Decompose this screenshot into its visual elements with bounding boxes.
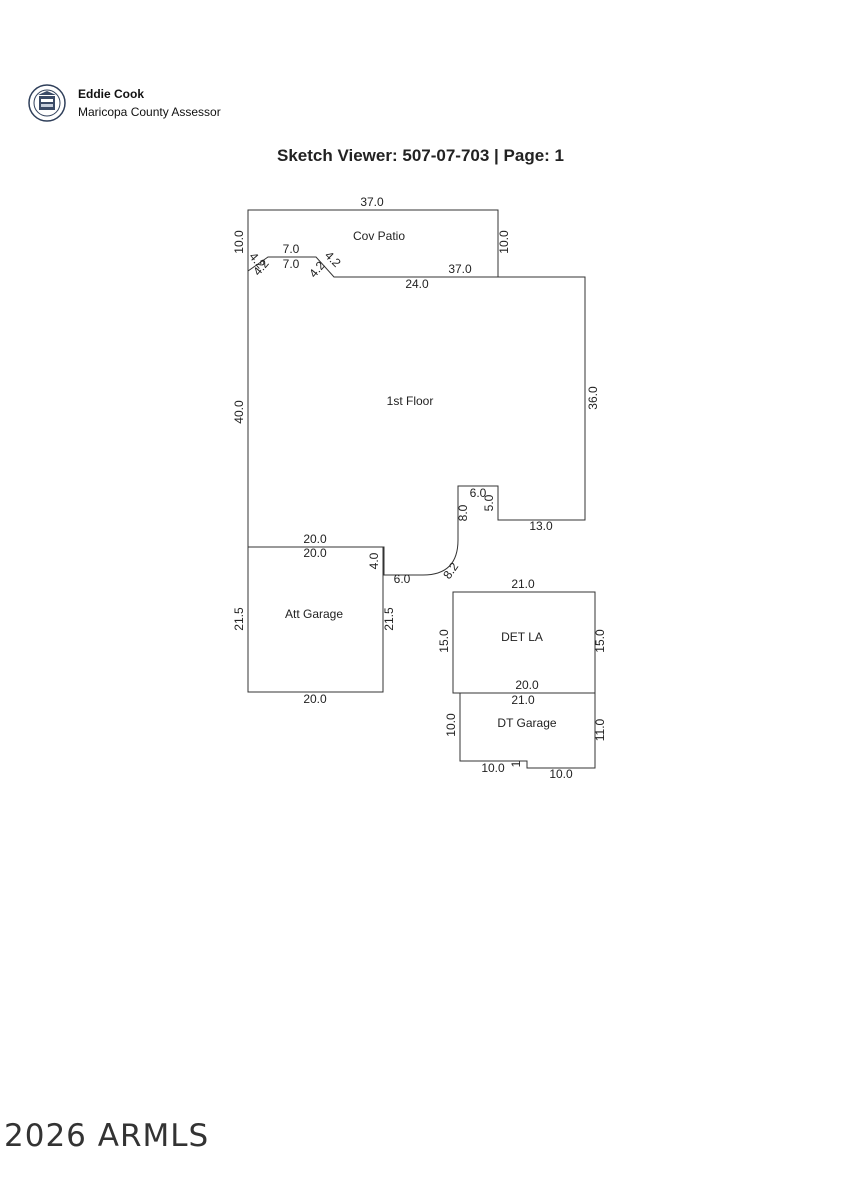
dim-dtg-top: 21.0 (511, 693, 535, 707)
dim-floor-bottom-short: 6.0 (394, 572, 411, 586)
area-label-first-floor: 1st Floor (387, 394, 434, 408)
dim-patio-top: 37.0 (360, 195, 384, 209)
dim-garage-bottom: 20.0 (303, 692, 327, 706)
page-title: Sketch Viewer: 507-07-703 | Page: 1 (277, 146, 564, 165)
dim-dtg-bottom-left: 10.0 (481, 761, 505, 775)
dim-floor-inner-left: 8.0 (456, 504, 470, 521)
dim-detla-left: 15.0 (437, 629, 451, 653)
dt-garage-outline (459, 692, 596, 769)
dim-floor-notch-top: 6.0 (470, 486, 487, 500)
dim-floor-diag-2: 4.2 (306, 258, 328, 280)
area-label-dt-garage: DT Garage (497, 716, 556, 730)
area-label-cov-patio: Cov Patio (353, 229, 405, 243)
dim-floor-bottom-right: 13.0 (529, 519, 553, 533)
assessor-org: Maricopa County Assessor (78, 105, 221, 119)
dim-patio-right: 10.0 (497, 230, 511, 254)
dim-detla-bottom: 20.0 (515, 678, 539, 692)
dim-floor-garage-side: 4.0 (367, 552, 381, 569)
assessor-header: Eddie Cook Maricopa County Assessor (28, 84, 221, 122)
dim-floor-left: 40.0 (232, 400, 246, 424)
dim-dtg-left: 10.0 (444, 713, 458, 737)
copyright-watermark: 2026 ARMLS (4, 1118, 210, 1154)
maricopa-county-seal-icon (28, 84, 66, 122)
dim-floor-notch-side: 5.0 (482, 494, 496, 511)
first-floor-outline (247, 256, 586, 576)
dim-patio-left: 10.0 (232, 230, 246, 254)
dim-patio-bottom: 37.0 (448, 262, 472, 276)
cov-patio-outline (247, 209, 499, 277)
dim-floor-curve: 8.2 (440, 560, 461, 582)
att-garage-outline (247, 546, 384, 693)
area-label-att-garage: Att Garage (285, 607, 343, 621)
dim-detla-right: 15.0 (593, 629, 607, 653)
dim-dtg-right: 11.0 (593, 718, 607, 741)
dim-garage-right: 21.5 (382, 607, 396, 631)
dim-floor-top: 24.0 (405, 277, 429, 291)
dim-garage-left: 21.5 (232, 607, 246, 631)
dim-detla-top: 21.0 (511, 577, 535, 591)
dim-floor-flat: 7.0 (283, 257, 300, 271)
dim-garage-top-inner: 20.0 (303, 546, 327, 560)
dim-floor-right: 36.0 (586, 386, 600, 410)
dim-patio-flat-top: 7.0 (283, 242, 300, 256)
dim-garage-top-outer: 20.0 (303, 532, 327, 546)
dim-dtg-bottom-right: 10.0 (549, 767, 573, 781)
dim-dtg-step: 1 (509, 760, 523, 767)
area-label-det-la: DET LA (501, 630, 543, 644)
assessor-name: Eddie Cook (78, 87, 145, 101)
